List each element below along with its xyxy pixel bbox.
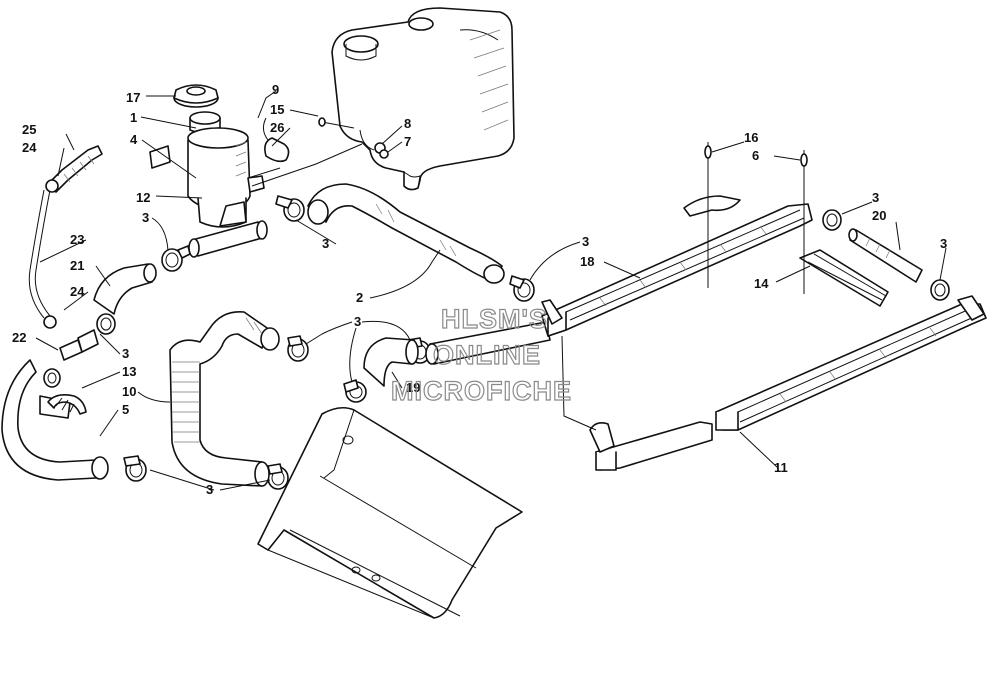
mounting-bolt-6	[800, 150, 808, 294]
hose-2	[307, 183, 505, 284]
clip-13	[47, 394, 87, 415]
hose-clamp	[930, 279, 950, 301]
hose-clamp	[123, 455, 147, 482]
hose-clamp	[161, 245, 191, 272]
callout-20: 20	[872, 208, 886, 223]
hose-clamp	[287, 335, 309, 362]
callout-3: 3	[322, 236, 329, 251]
callout-1: 1	[130, 110, 137, 125]
hose-clamp	[267, 463, 289, 490]
watermark: HLSM'S ONLINE MICROFICHE	[390, 303, 572, 406]
callout-7: 7	[404, 134, 411, 149]
hose-clamp	[509, 275, 535, 302]
watermark-line-2: ONLINE	[433, 340, 541, 370]
overflow-hose-clamp	[262, 117, 290, 163]
hose-clamp	[822, 209, 842, 231]
callout-17: 17	[126, 90, 140, 105]
nut-7	[379, 149, 389, 159]
callout-11: 11	[774, 460, 788, 475]
callout-16: 16	[744, 130, 758, 145]
callout-14: 14	[754, 276, 769, 291]
mounting-plate	[257, 406, 523, 619]
callout-3: 3	[872, 190, 879, 205]
callout-3: 3	[940, 236, 947, 251]
callout-3: 3	[582, 234, 589, 249]
bolt-15	[318, 117, 355, 129]
watermark-line-1: HLSM'S	[441, 304, 548, 334]
hose-clamp	[96, 313, 116, 335]
callout-24: 24	[22, 140, 37, 155]
callout-4: 4	[130, 132, 138, 147]
callout-3: 3	[354, 314, 361, 329]
callout-3: 3	[206, 482, 213, 497]
callout-13: 13	[122, 364, 136, 379]
callout-22: 22	[12, 330, 26, 345]
callout-8: 8	[404, 116, 411, 131]
hose-19	[363, 337, 419, 387]
callout-5: 5	[122, 402, 129, 417]
watermark-line-3: MICROFICHE	[391, 376, 572, 406]
callout-6: 6	[752, 148, 759, 163]
callout-3: 3	[142, 210, 149, 225]
cross-tube-14	[799, 249, 889, 307]
tube-20	[848, 228, 923, 283]
connector-pipe	[425, 321, 551, 365]
callout-21: 21	[70, 258, 84, 273]
mounting-bolt-16	[704, 142, 712, 288]
hose-clamp	[343, 379, 367, 403]
callout-12: 12	[136, 190, 150, 205]
callout-10: 10	[122, 384, 136, 399]
callout-18: 18	[580, 254, 594, 269]
callout-19: 19	[406, 380, 420, 395]
lower-rail	[589, 421, 713, 471]
callout-3: 3	[122, 346, 129, 361]
callout-2: 2	[356, 290, 363, 305]
callout-9: 9	[272, 82, 279, 97]
hose-clamp	[275, 195, 305, 222]
hose-21	[93, 263, 157, 315]
hose-clamp	[43, 368, 61, 388]
coolant-reservoir-tank	[331, 7, 515, 191]
callout-25: 25	[22, 122, 36, 137]
heat-exchanger-11	[715, 295, 987, 431]
hose-22-fitting	[59, 329, 99, 361]
callout-26: 26	[270, 120, 284, 135]
heat-exchanger-18	[541, 195, 813, 337]
callout-15: 15	[270, 102, 284, 117]
leader-lines	[35, 90, 947, 491]
hose-10-corrugated	[169, 311, 280, 487]
callout-labels: 17 1 4 12 3 9 15 26 8 7 25 24 23 21 24 2…	[12, 82, 947, 497]
callout-23: 23	[70, 232, 84, 247]
bleed-hose-23	[28, 145, 103, 329]
filler-neck-assembly	[149, 84, 363, 228]
callout-24: 24	[70, 284, 85, 299]
